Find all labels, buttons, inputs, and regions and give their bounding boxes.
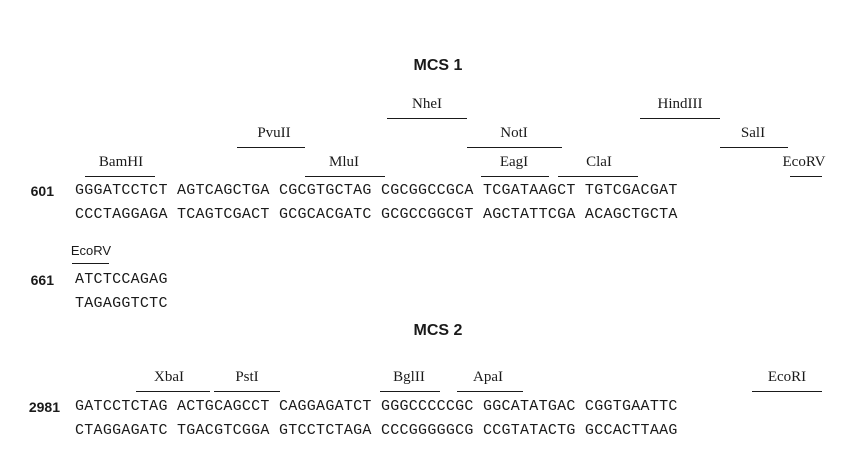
enzyme-label-ecorv-continued: EcoRV xyxy=(70,243,112,258)
site-bar-ecorv-continued xyxy=(72,263,109,264)
site-bar-apai xyxy=(457,391,523,392)
site-bar-psti xyxy=(214,391,280,392)
sequence-top-strand-2981: GATCCTCTAG ACTGCAGCCT CAGGAGATCT GGGCCCC… xyxy=(75,398,678,415)
site-bar-mlui xyxy=(305,176,385,177)
sequence-position-661: 661 xyxy=(30,272,54,288)
sequence-bottom-strand-601: CCCTAGGAGA TCAGTCGACT GCGCACGATC GCGCCGG… xyxy=(75,206,678,223)
enzyme-label-sali: SalI xyxy=(740,125,766,141)
site-bar-ecori xyxy=(752,391,822,392)
sequence-bottom-strand-661: TAGAGGTCTC xyxy=(75,295,168,312)
sequence-position-2981: 2981 xyxy=(28,399,60,415)
mcs2-title: MCS 2 xyxy=(413,322,463,339)
enzyme-label-bamhi: BamHI xyxy=(98,154,144,170)
enzyme-label-apai: ApaI xyxy=(473,369,503,385)
enzyme-label-ecorv: EcoRV xyxy=(782,154,826,170)
site-bar-eagi xyxy=(481,176,549,177)
enzyme-label-pvuii: PvuII xyxy=(257,125,291,141)
site-bar-noti xyxy=(467,147,562,148)
site-bar-sali xyxy=(720,147,788,148)
enzyme-label-mlui: MluI xyxy=(329,154,359,170)
site-bar-clai xyxy=(558,176,638,177)
mcs1-title: MCS 1 xyxy=(413,57,463,74)
enzyme-label-xbai: XbaI xyxy=(154,369,184,385)
site-bar-ecorv xyxy=(790,176,822,177)
sequence-top-strand-601: GGGATCCTCT AGTCAGCTGA CGCGTGCTAG CGCGGCC… xyxy=(75,182,678,199)
enzyme-label-bglii: BglII xyxy=(393,369,425,385)
site-bar-hindiii xyxy=(640,118,720,119)
site-bar-xbai xyxy=(136,391,210,392)
enzyme-label-nhei: NheI xyxy=(412,96,442,112)
enzyme-label-hindiii: HindIII xyxy=(657,96,703,112)
site-bar-bamhi xyxy=(85,176,155,177)
sequence-bottom-strand-2981: CTAGGAGATC TGACGTCGGA GTCCTCTAGA CCCGGGG… xyxy=(75,422,678,439)
sequence-position-601: 601 xyxy=(30,183,54,199)
site-bar-pvuii xyxy=(237,147,305,148)
enzyme-label-noti: NotI xyxy=(500,125,528,141)
sequence-top-strand-661: ATCTCCAGAG xyxy=(75,271,168,288)
enzyme-label-eagi: EagI xyxy=(499,154,529,170)
site-bar-nhei xyxy=(387,118,467,119)
enzyme-label-psti: PstI xyxy=(235,369,259,385)
enzyme-label-ecori: EcoRI xyxy=(767,369,807,385)
site-bar-bglii xyxy=(380,391,440,392)
enzyme-label-clai: ClaI xyxy=(586,154,612,170)
